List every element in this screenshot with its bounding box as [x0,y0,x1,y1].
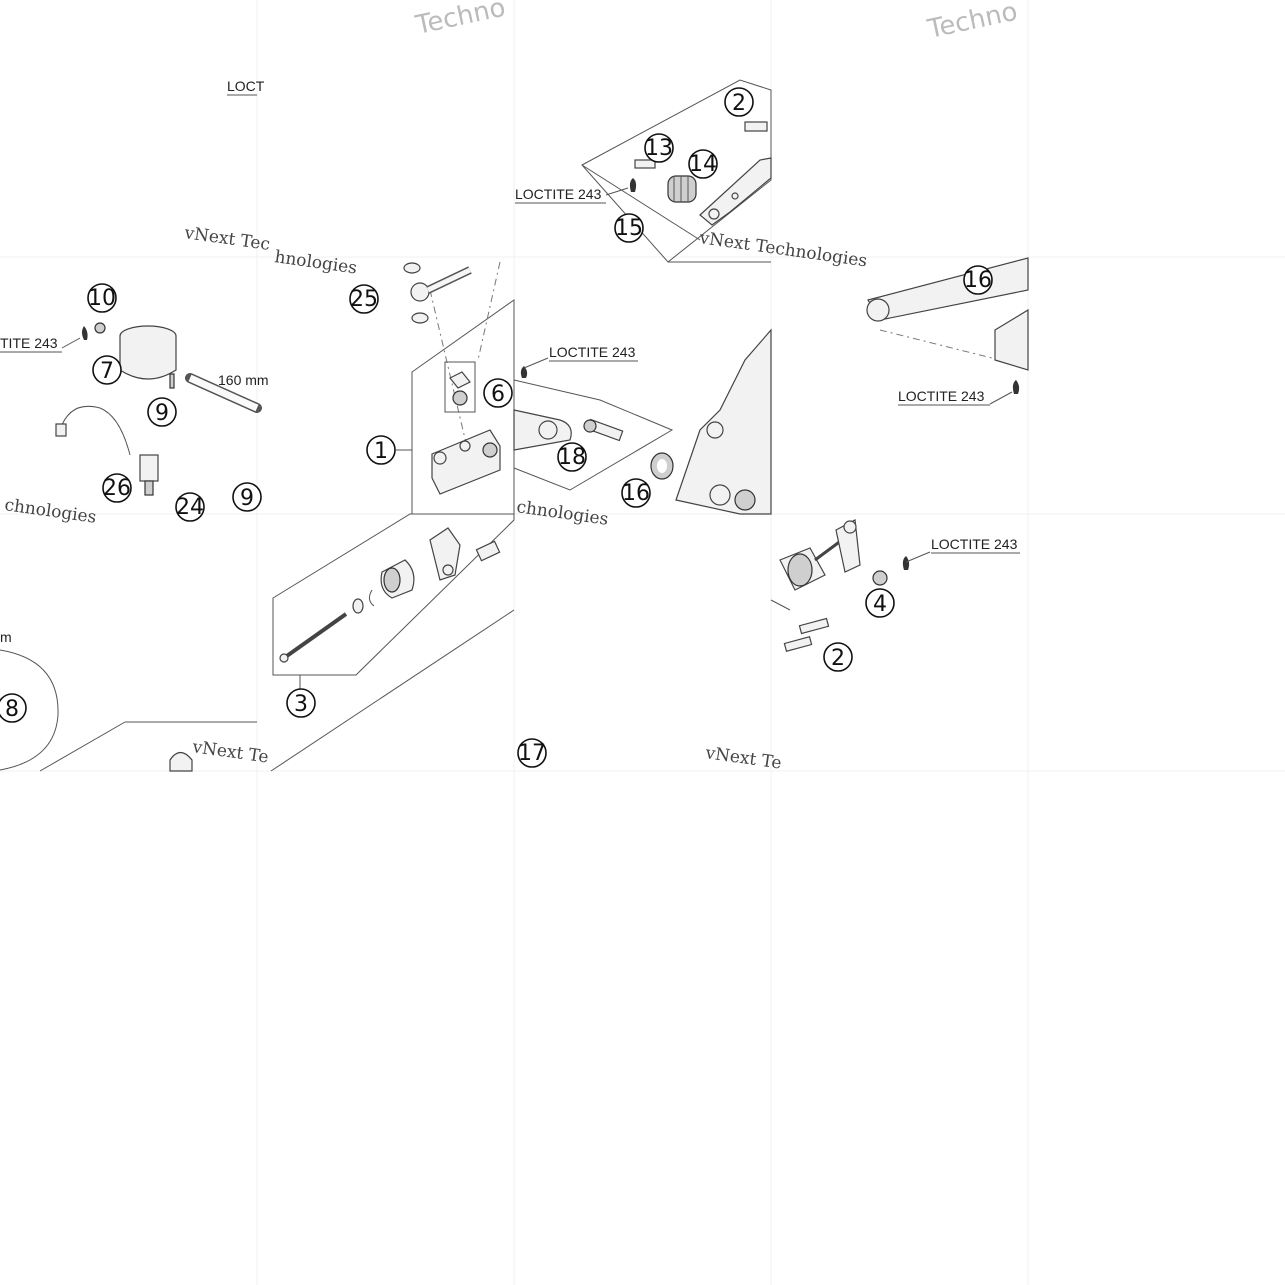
watermark-techno-top: Techno [412,0,508,41]
callout-2-top: 2 [724,87,754,117]
shift-lever-group [866,257,1029,405]
svg-text:24: 24 [176,495,204,520]
svg-text:16: 16 [622,481,650,506]
pushrod-group [270,513,515,772]
svg-text:1: 1 [374,439,388,464]
watermark-techno-top-right: Techno [924,0,1020,45]
svg-text:9: 9 [240,486,254,511]
svg-text:6: 6 [491,382,505,407]
callout-18: 18 [557,442,587,472]
svg-text:4: 4 [873,592,887,617]
svg-text:25: 25 [350,287,378,312]
loctite-label-shift-lever: LOCTITE 243 [898,388,985,404]
svg-text:16: 16 [964,268,992,293]
watermark-vnext-lower-left: vNext Te [190,737,269,768]
pedal-pivot-group [513,328,772,515]
callout-24: 24 [175,492,205,522]
watermark-technologies-left: chnologies [3,495,97,528]
callout-1: 1 [366,435,396,465]
callout-17: 17 [517,738,547,768]
callout-10: 10 [87,283,117,313]
svg-text:10: 10 [88,286,116,311]
callout-14: 14 [688,149,718,179]
svg-text:2: 2 [732,91,746,116]
callout-3: 3 [286,688,316,718]
callout-9-right: 9 [232,482,262,512]
callout-26: 26 [102,473,132,503]
hose-length-label: 160 mm [218,372,269,388]
svg-text:26: 26 [103,476,131,501]
watermark-vnext-center: vNext Technologies [697,228,868,271]
svg-text:9: 9 [155,401,169,426]
callout-2-bottom: 2 [823,642,853,672]
loctite-label-pivot: LOCTITE 243 [549,344,636,360]
svg-text:13: 13 [645,136,673,161]
loctite-label-top-partial: LOCT [227,78,265,94]
callout-25: 25 [349,284,379,314]
callout-16-middle: 16 [621,478,651,508]
lower-mount-group [770,519,931,652]
watermark-vnext-left: vNext Tec [182,223,271,255]
loctite-label-pedal: LOCTITE 243 [515,186,602,202]
callout-9-left: 9 [147,397,177,427]
svg-text:15: 15 [615,216,643,241]
callout-13: 13 [644,133,674,163]
dimension-fragment: m [0,629,12,645]
svg-text:14: 14 [689,152,717,177]
loctite-label-reservoir: TITE 243 [0,335,58,351]
callout-6: 6 [483,378,513,408]
reservoir-group [0,322,262,772]
callout-16-right: 16 [963,265,993,295]
watermark-technologies-middle: chnologies [515,497,609,530]
callout-4: 4 [865,588,895,618]
svg-text:8: 8 [5,697,19,722]
pedal-rubber-14 [667,175,697,203]
callout-15: 15 [614,213,644,243]
svg-text:3: 3 [294,692,308,717]
callout-8: 8 [0,693,27,723]
svg-text:17: 17 [518,741,546,766]
svg-text:2: 2 [831,646,845,671]
watermark-technologies-top: hnologies [273,247,358,278]
callout-7: 7 [92,355,122,385]
svg-text:7: 7 [100,359,114,384]
loctite-label-lower-mount: LOCTITE 243 [931,536,1018,552]
brake-pedal-group [581,79,772,263]
svg-text:18: 18 [558,445,586,470]
